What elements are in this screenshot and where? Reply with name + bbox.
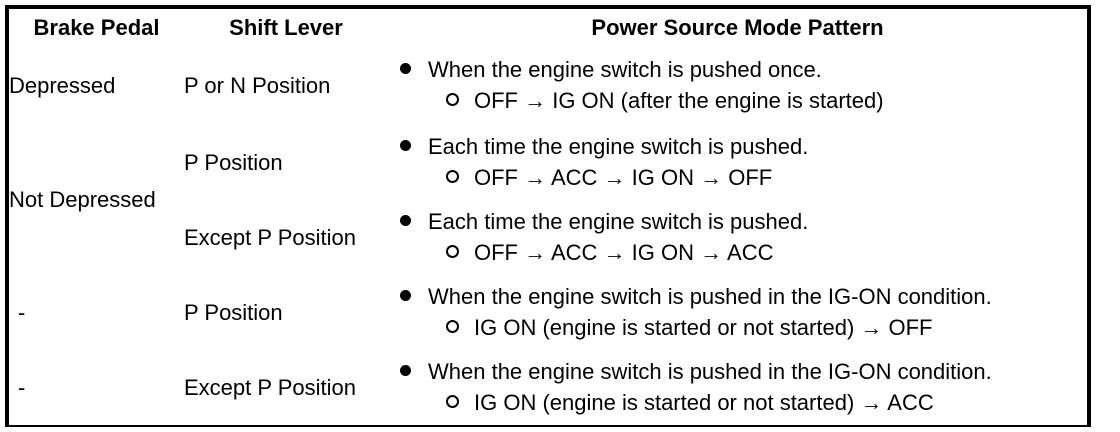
hollow-circle-bullet-icon (446, 165, 474, 191)
cell-brake-pedal: Not Depressed (9, 125, 184, 275)
pattern-primary-line: When the engine switch is pushed in the … (400, 359, 1087, 385)
cell-shift-lever: Except P Position (184, 350, 388, 425)
pattern-primary-line: When the engine switch is pushed in the … (400, 284, 1087, 310)
pattern-primary-line: When the engine switch is pushed once. (400, 57, 1087, 83)
cell-power-source-mode-pattern: When the engine switch is pushed in the … (388, 350, 1087, 425)
hollow-circle-bullet-icon (446, 88, 474, 114)
pattern-secondary-text: OFF → ACC → IG ON → ACC (474, 240, 774, 265)
pattern-secondary-line: OFF → ACC → IG ON → ACC (446, 240, 1087, 266)
pattern-primary-line: Each time the engine switch is pushed. (400, 209, 1087, 235)
pattern-primary-line: Each time the engine switch is pushed. (400, 134, 1087, 160)
cell-power-source-mode-pattern: Each time the engine switch is pushed. O… (388, 200, 1087, 275)
pattern-primary-text: Each time the engine switch is pushed. (428, 209, 809, 235)
column-header-shift-lever: Shift Lever (184, 9, 388, 46)
pattern-primary-text: Each time the engine switch is pushed. (428, 134, 809, 160)
pattern-secondary-text: OFF → ACC → IG ON → OFF (474, 165, 773, 190)
table-row: - P Position When the engine switch is p… (9, 275, 1087, 350)
pattern-primary-text: When the engine switch is pushed in the … (428, 284, 992, 310)
column-header-brake-pedal: Brake Pedal (9, 9, 184, 46)
pattern-secondary-text: OFF → IG ON (after the engine is started… (474, 88, 884, 113)
filled-disc-bullet-icon (400, 284, 428, 310)
cell-shift-lever: P or N Position (184, 46, 388, 125)
pattern-secondary-line: IG ON (engine is started or not started)… (446, 390, 1087, 416)
column-header-power-source-mode-pattern: Power Source Mode Pattern (388, 9, 1087, 46)
cell-shift-lever: P Position (184, 275, 388, 350)
pattern-secondary-line: OFF → IG ON (after the engine is started… (446, 88, 1087, 114)
table-row: - Except P Position When the engine swit… (9, 350, 1087, 425)
hollow-circle-bullet-icon (446, 240, 474, 266)
filled-disc-bullet-icon (400, 209, 428, 235)
cell-shift-lever: Except P Position (184, 200, 388, 275)
cell-power-source-mode-pattern: Each time the engine switch is pushed. O… (388, 125, 1087, 200)
hollow-circle-bullet-icon (446, 315, 474, 341)
filled-disc-bullet-icon (400, 57, 428, 83)
table-row: Except P Position Each time the engine s… (9, 200, 1087, 275)
pattern-secondary-text: IG ON (engine is started or not started)… (474, 390, 934, 415)
cell-power-source-mode-pattern: When the engine switch is pushed in the … (388, 275, 1087, 350)
pattern-primary-text: When the engine switch is pushed in the … (428, 359, 992, 385)
pattern-primary-text: When the engine switch is pushed once. (428, 57, 822, 83)
cell-power-source-mode-pattern: When the engine switch is pushed once. O… (388, 46, 1087, 125)
power-source-mode-table: Brake Pedal Shift Lever Power Source Mod… (9, 9, 1087, 425)
table-row: Depressed P or N Position When the engin… (9, 46, 1087, 125)
pattern-secondary-text: IG ON (engine is started or not started)… (474, 315, 933, 340)
filled-disc-bullet-icon (400, 359, 428, 385)
hollow-circle-bullet-icon (446, 390, 474, 416)
pattern-secondary-line: IG ON (engine is started or not started)… (446, 315, 1087, 341)
power-source-mode-table-container: Brake Pedal Shift Lever Power Source Mod… (5, 5, 1091, 427)
cell-brake-pedal: - (9, 275, 184, 350)
cell-brake-pedal: - (9, 350, 184, 425)
pattern-secondary-line: OFF → ACC → IG ON → OFF (446, 165, 1087, 191)
cell-shift-lever: P Position (184, 125, 388, 200)
filled-disc-bullet-icon (400, 134, 428, 160)
table-row: Not Depressed P Position Each time the e… (9, 125, 1087, 275)
table-header-row: Brake Pedal Shift Lever Power Source Mod… (9, 9, 1087, 46)
cell-brake-pedal: Depressed (9, 46, 184, 125)
